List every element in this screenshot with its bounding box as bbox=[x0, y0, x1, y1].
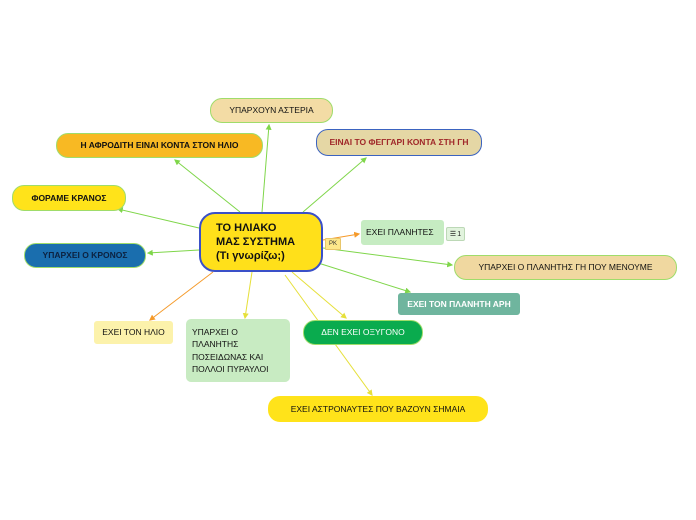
subtopic-count-value: 1 bbox=[457, 230, 462, 238]
topic-poseidonas[interactable]: ΥΠΑΡΧΕΙ Ο ΠΛΑΝΗΤΗΣ ΠΟΣΕΙΔΩΝΑΣ ΚΑΙ ΠΟΛΛΟΙ… bbox=[186, 319, 290, 382]
central-topic-line-3: (Τι γνωρίζω;) bbox=[216, 250, 285, 263]
topic-feggari-label: ΕΙΝΑΙ ΤΟ ΦΕΓΓΑΡΙ ΚΟΝΤΑ ΣΤΗ ΓΗ bbox=[329, 137, 469, 148]
topic-ari-label: ΕΧΕΙ ΤΟΝ ΠΛΑΝΗΤΗ ΑΡΗ bbox=[407, 298, 511, 309]
link-poseidonas bbox=[242, 271, 253, 320]
central-topic-line-1: ΤΟ ΗΛΙΑΚΟ bbox=[216, 221, 277, 234]
topic-asteria-label: ΥΠΑΡΧΟΥΝ ΑΣΤΕΡΙΑ bbox=[229, 105, 314, 116]
link-feggari bbox=[302, 157, 367, 213]
topic-menoume-label: ΥΠΑΡΧΕΙ Ο ΠΛΑΝΗΤΗΣ ΓΗ ΠΟΥ ΜΕΝΟΥΜΕ bbox=[478, 262, 653, 273]
topic-ari[interactable]: ΕΧΕΙ ΤΟΝ ΠΛΑΝΗΤΗ ΑΡΗ bbox=[398, 293, 520, 315]
topic-asteria[interactable]: ΥΠΑΡΧΟΥΝ ΑΣΤΕΡΙΑ bbox=[210, 98, 333, 123]
topic-krono-label: ΥΠΑΡΧΕΙ Ο ΚΡΟΝΟΣ bbox=[42, 250, 128, 261]
topic-menoume[interactable]: ΥΠΑΡΧΕΙ Ο ΠΛΑΝΗΤΗΣ ΓΗ ΠΟΥ ΜΕΝΟΥΜΕ bbox=[454, 255, 677, 280]
topic-afrodity-label: Η ΑΦΡΟΔΙΤΗ ΕΙΝΑΙ ΚΟΝΤΑ ΣΤΟΝ ΗΛΙΟ bbox=[80, 140, 239, 151]
topic-oxygono-label: ΔΕΝ ΕΧΕΙ ΟΞΥΓΟΝΟ bbox=[321, 327, 405, 338]
topic-planites-label: ΕΧΕΙ ΠΛΑΝΗΤΕΣ bbox=[366, 227, 434, 238]
link-asteria bbox=[261, 123, 272, 213]
link-krono bbox=[146, 249, 200, 256]
central-topic-line-2: ΜΑΣ ΣΥΣΤΗΜΑ bbox=[216, 235, 296, 248]
topic-feggari[interactable]: ΕΙΝΑΙ ΤΟ ΦΕΓΓΑΡΙ ΚΟΝΤΑ ΣΤΗ ΓΗ bbox=[316, 129, 482, 156]
topic-helio[interactable]: ΕΧΕΙ ΤΟΝ ΗΛΙΟ bbox=[94, 321, 173, 344]
topic-krano[interactable]: ΦΟΡΑΜΕ ΚΡΑΝΟΣ bbox=[12, 185, 126, 211]
central-topic-text: ΤΟ ΗΛΙΑΚΟ ΜΑΣ ΣΥΣΤΗΜΑ (Τι γνωρίζω;) bbox=[216, 221, 295, 264]
list-icon: ☰ bbox=[449, 230, 457, 238]
topic-krano-label: ΦΟΡΑΜΕ ΚΡΑΝΟΣ bbox=[31, 192, 107, 203]
topic-astronautes-label: ΕΧΕΙ ΑΣΤΡΟΝΑΥΤΕΣ ΠΟΥ ΒΑΖΟΥΝ ΣΗΜΑΙΑ bbox=[290, 403, 466, 414]
link-helio bbox=[149, 271, 214, 321]
link-oxygono bbox=[291, 271, 347, 319]
topic-oxygono[interactable]: ΔΕΝ ΕΧΕΙ ΟΞΥΓΟΝΟ bbox=[303, 320, 423, 345]
link-menoume bbox=[322, 247, 454, 268]
topic-poseidonas-label: ΥΠΑΡΧΕΙ Ο ΠΛΑΝΗΤΗΣ ΠΟΣΕΙΔΩΝΑΣ ΚΑΙ ΠΟΛΛΟΙ… bbox=[192, 327, 269, 374]
pk-tag[interactable]: PK bbox=[325, 238, 341, 250]
link-krano bbox=[116, 207, 200, 229]
topic-astronautes[interactable]: ΕΧΕΙ ΑΣΤΡΟΝΑΥΤΕΣ ΠΟΥ ΒΑΖΟΥΝ ΣΗΜΑΙΑ bbox=[268, 396, 488, 422]
topic-helio-label: ΕΧΕΙ ΤΟΝ ΗΛΙΟ bbox=[102, 327, 165, 338]
topic-planites[interactable]: ΕΧΕΙ ΠΛΑΝΗΤΕΣ bbox=[361, 220, 444, 245]
link-ari bbox=[314, 261, 412, 294]
topic-krono[interactable]: ΥΠΑΡΧΕΙ Ο ΚΡΟΝΟΣ bbox=[24, 243, 146, 268]
topic-afrodity[interactable]: Η ΑΦΡΟΔΙΤΗ ΕΙΝΑΙ ΚΟΝΤΑ ΣΤΟΝ ΗΛΙΟ bbox=[56, 133, 263, 158]
link-afrodity bbox=[174, 159, 241, 213]
central-topic[interactable]: ΤΟ ΗΛΙΑΚΟ ΜΑΣ ΣΥΣΤΗΜΑ (Τι γνωρίζω;) bbox=[199, 212, 323, 272]
subtopic-count-badge[interactable]: ☰ 1 bbox=[446, 227, 465, 241]
